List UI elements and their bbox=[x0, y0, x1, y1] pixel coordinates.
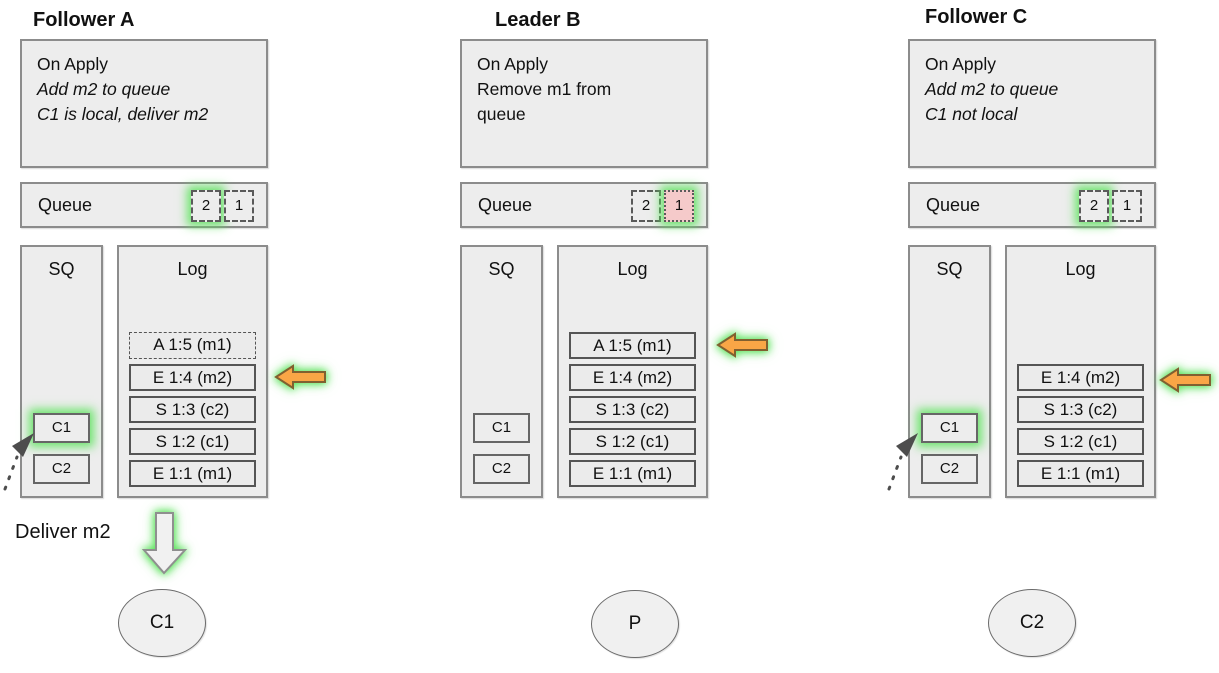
on-apply-line: Remove m1 from bbox=[477, 79, 612, 99]
on-apply-line: queue bbox=[477, 104, 526, 124]
log-entries: E 1:4 (m2) S 1:3 (c2) S 1:2 (c1) E 1:1 (… bbox=[1017, 364, 1144, 487]
node-p: P bbox=[591, 590, 679, 658]
queue-label: Queue bbox=[38, 195, 93, 215]
on-apply-line: On Apply bbox=[37, 54, 109, 74]
on-apply-line: On Apply bbox=[477, 54, 549, 74]
column-leader-b: Leader B On Apply Remove m1 from queue Q… bbox=[460, 0, 708, 673]
dotted-arrow-icon bbox=[887, 433, 918, 491]
sq-items: C1 C2 bbox=[462, 413, 541, 484]
on-apply-line: C1 not local bbox=[925, 104, 1018, 124]
sq-item-c1: C1 bbox=[33, 413, 90, 443]
on-apply-box: On Apply Add m2 to queue C1 not local bbox=[908, 39, 1156, 168]
log-entry: S 1:2 (c1) bbox=[569, 428, 696, 455]
dotted-arrow-icon bbox=[3, 433, 34, 491]
queue-item-2: 2 bbox=[1079, 190, 1109, 222]
sq-box: SQ C1 C2 bbox=[20, 245, 103, 498]
log-entry: A 1:5 (m1) bbox=[569, 332, 696, 359]
on-apply-line: Add m2 to queue bbox=[925, 79, 1059, 99]
orange-arrow-icon bbox=[1159, 367, 1211, 393]
on-apply-line: Add m2 to queue bbox=[37, 79, 171, 99]
log-entry: E 1:4 (m2) bbox=[1017, 364, 1144, 391]
sq-title: SQ bbox=[488, 259, 515, 279]
queue-item-1: 1 bbox=[224, 190, 254, 222]
node-c2: C2 bbox=[988, 589, 1076, 657]
on-apply-line: On Apply bbox=[925, 54, 997, 74]
log-entry: E 1:4 (m2) bbox=[569, 364, 696, 391]
queue-item-2: 2 bbox=[631, 190, 661, 222]
orange-arrow-icon bbox=[274, 364, 326, 390]
column-title: Follower C bbox=[925, 6, 1028, 28]
on-apply-line: C1 is local, deliver m2 bbox=[37, 104, 209, 124]
queue-item-2: 2 bbox=[191, 190, 221, 222]
column-follower-c: Follower C On Apply Add m2 to queue C1 n… bbox=[908, 0, 1156, 673]
log-entries: A 1:5 (m1) E 1:4 (m2) S 1:3 (c2) S 1:2 (… bbox=[569, 332, 696, 487]
log-entry: S 1:3 (c2) bbox=[569, 396, 696, 423]
log-entry: E 1:1 (m1) bbox=[1017, 460, 1144, 487]
on-apply-box: On Apply Remove m1 from queue bbox=[460, 39, 708, 168]
log-title: Log bbox=[617, 259, 648, 279]
sq-items: C1 C2 bbox=[910, 413, 989, 484]
queue-item-1: 1 bbox=[664, 190, 694, 222]
queue-item-1: 1 bbox=[1112, 190, 1142, 222]
sq-item-c2: C2 bbox=[921, 454, 978, 484]
deliver-down-arrow-icon bbox=[142, 512, 188, 575]
queue-box: Queue 2 1 bbox=[908, 182, 1156, 228]
sq-item-c1: C1 bbox=[473, 413, 530, 443]
sq-title: SQ bbox=[936, 259, 963, 279]
log-box: Log E 1:4 (m2) S 1:3 (c2) S 1:2 (c1) E 1… bbox=[1005, 245, 1156, 498]
deliver-label: Deliver m2 bbox=[15, 521, 111, 543]
queue-box: Queue 2 1 bbox=[460, 182, 708, 228]
sq-item-c2: C2 bbox=[473, 454, 530, 484]
queue-box: Queue 2 1 bbox=[20, 182, 268, 228]
log-title: Log bbox=[177, 259, 208, 279]
node-c1: C1 bbox=[118, 589, 206, 657]
log-entry: E 1:1 (m1) bbox=[129, 460, 256, 487]
column-title: Follower A bbox=[33, 9, 135, 31]
orange-arrow-icon bbox=[716, 332, 768, 358]
on-apply-box: On Apply Add m2 to queue C1 is local, de… bbox=[20, 39, 268, 168]
log-title: Log bbox=[1065, 259, 1096, 279]
queue-label: Queue bbox=[478, 195, 533, 215]
log-entries: A 1:5 (m1) E 1:4 (m2) S 1:3 (c2) S 1:2 (… bbox=[129, 332, 256, 487]
column-title: Leader B bbox=[495, 9, 581, 31]
log-entry: S 1:2 (c1) bbox=[1017, 428, 1144, 455]
sq-box: SQ C1 C2 bbox=[908, 245, 991, 498]
sq-item-c2: C2 bbox=[33, 454, 90, 484]
log-entry: A 1:5 (m1) bbox=[129, 332, 256, 359]
column-follower-a: Follower A On Apply Add m2 to queue C1 i… bbox=[20, 0, 268, 673]
sq-box: SQ C1 C2 bbox=[460, 245, 543, 498]
sq-items: C1 C2 bbox=[22, 413, 101, 484]
queue-label: Queue bbox=[926, 195, 981, 215]
sq-item-c1: C1 bbox=[921, 413, 978, 443]
log-box: Log A 1:5 (m1) E 1:4 (m2) S 1:3 (c2) S 1… bbox=[117, 245, 268, 498]
log-entry: E 1:4 (m2) bbox=[129, 364, 256, 391]
sq-title: SQ bbox=[48, 259, 75, 279]
log-entry: S 1:3 (c2) bbox=[1017, 396, 1144, 423]
log-entry: E 1:1 (m1) bbox=[569, 460, 696, 487]
log-entry: S 1:2 (c1) bbox=[129, 428, 256, 455]
log-box: Log A 1:5 (m1) E 1:4 (m2) S 1:3 (c2) S 1… bbox=[557, 245, 708, 498]
log-entry: S 1:3 (c2) bbox=[129, 396, 256, 423]
